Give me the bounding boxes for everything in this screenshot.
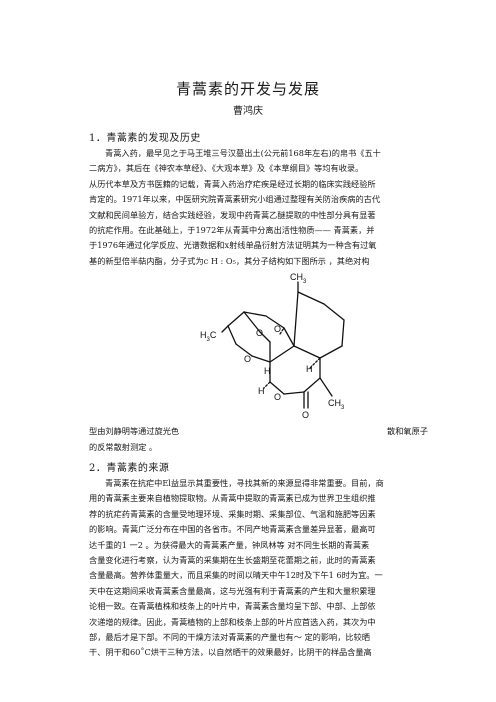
paragraph-line: 次递增的规律。因此，青蒿植物的上部和枝条上部的叶片应首选入药，其次为中 [89,616,376,627]
ring-oxygen-label: O [274,392,281,402]
oxygen-label: O [256,328,263,338]
methyl-bottom-label: CH3 [328,398,345,411]
paragraph-line: 文献和民间单验方，结合实践经验，发现中药青蒿乙醚提取的中性部分具有显著 [89,209,376,220]
paragraph-line: 含量最高。营养体重量大，而且采集的时间以晴天中午12时及下午1 6时为宜。一 [89,570,383,581]
section-2-heading: 2．青蒿素的来源 [89,463,170,474]
methyl-top-label: CH3 [290,272,307,285]
paragraph-line: 的影响。青蒿广泛分布在中国的各省市。不同产地青蒿素含量差异显著，最高可 [89,524,376,535]
paragraph-line: 基的新型倍半萜内酯，分子式为c H : O₅，其分子结构如下图所示 ，其绝对构 [89,255,370,266]
paragraph-line: 从历代本草及方书医籍的记载，青蒿入药治疗疟疾是经过长期的临床实践经验所 [89,178,376,189]
h3c-label: H3C [200,330,217,343]
carbonyl-oxygen-label: O [302,410,309,420]
paragraph-line: 用的青蒿素主要来自植物提取物。从青蒿中提取的青蒿素已成为世界卫生组织推 [89,493,376,504]
figure-caption-right: 散和氧原子 [387,426,428,436]
oxygen-label: O [244,354,251,364]
paragraph-line: 干、阴干和60˚C烘干三种方法，以自然晒干的效果最好，比阴干的样品含量高 [89,647,372,658]
paragraph-line: 部，最后才是下部。不同的干燥方法对青蒿素的产量也有～ 定的影响，比较晒 [89,632,370,643]
oxygen-label: O [274,324,281,334]
hydrogen-label: H [306,364,313,374]
section-1-heading: 1．青蒿素的发现及历史 [89,133,201,144]
paragraph-line: 含量变化进行考察，认为青蒿的采集期在生长盛期至花蕾期之前，此时的青蒿素 [89,555,376,566]
document-author: 曹鸿庆 [233,106,263,117]
paragraph-line: 二病方》，其后在《神农本草经》、《大观本草》及《本草纲目》等均有收录。 [89,163,364,174]
hydrogen-label: H [264,366,271,376]
paragraph-line: 达千重的1 一2 。为获得最大的青蒿素产量，钟凤林等 对不同生长期的青蒿素 [89,539,370,550]
paragraph-line: 的抗疟作用。在此基础上，于1972年从青蒿中分离出活性物质—— 青蒿素，并 [89,225,375,236]
paragraph-line: 荐的抗疟药青蒿素的含量受地理环境、采集时期、采集部位、气温和施肥等因素 [89,508,376,519]
figure-caption-left: 型由刘静明等通过旋光色 [89,426,180,436]
hydrogen-label: H [258,386,265,396]
section-1-paragraph: 青蒿入药，最早见之于马王堆三号汉墓出土(公元前168年左右)的帛书《五十 二病方… [89,146,444,269]
paragraph-line: 论相一致。在青蒿植株和枝条上的叶片中，青蒿素含量均呈下部、中部、上部依 [89,601,376,612]
section-2-paragraph: 青蒿素在抗疟中El益显示其重要性，寻找其新的来源显得非常重要。目前，商 用的青蒿… [89,476,444,661]
paragraph-line: 青蒿素在抗疟中El益显示其重要性，寻找其新的来源显得非常重要。目前，商 [105,478,384,488]
paragraph-line: 天中在这期间采收青蒿素含量最高，这与光强有利于青蒿素的产生和大量积累理 [89,585,376,596]
paragraph-line: 青蒿入药，最早见之于马王堆三号汉墓出土(公元前168年左右)的帛书《五十 [105,148,381,158]
figure-caption-continuation: 的反常散射测定 。 [89,442,158,452]
paragraph-line: 肯定的。1971年以来，中医研究院青蒿素研究小组通过整理有关防治疾病的古代 [89,194,381,205]
document-title: 青蒿素的开发与发展 [175,80,320,98]
artemisinin-structure-figure: CH3 H3C O O O H H H O O CH3 [200,272,345,420]
paragraph-line: 于1976年通过化学反应、光谱数据和x射线单晶衍射方法证明其为一种含有过氧 [89,240,377,251]
